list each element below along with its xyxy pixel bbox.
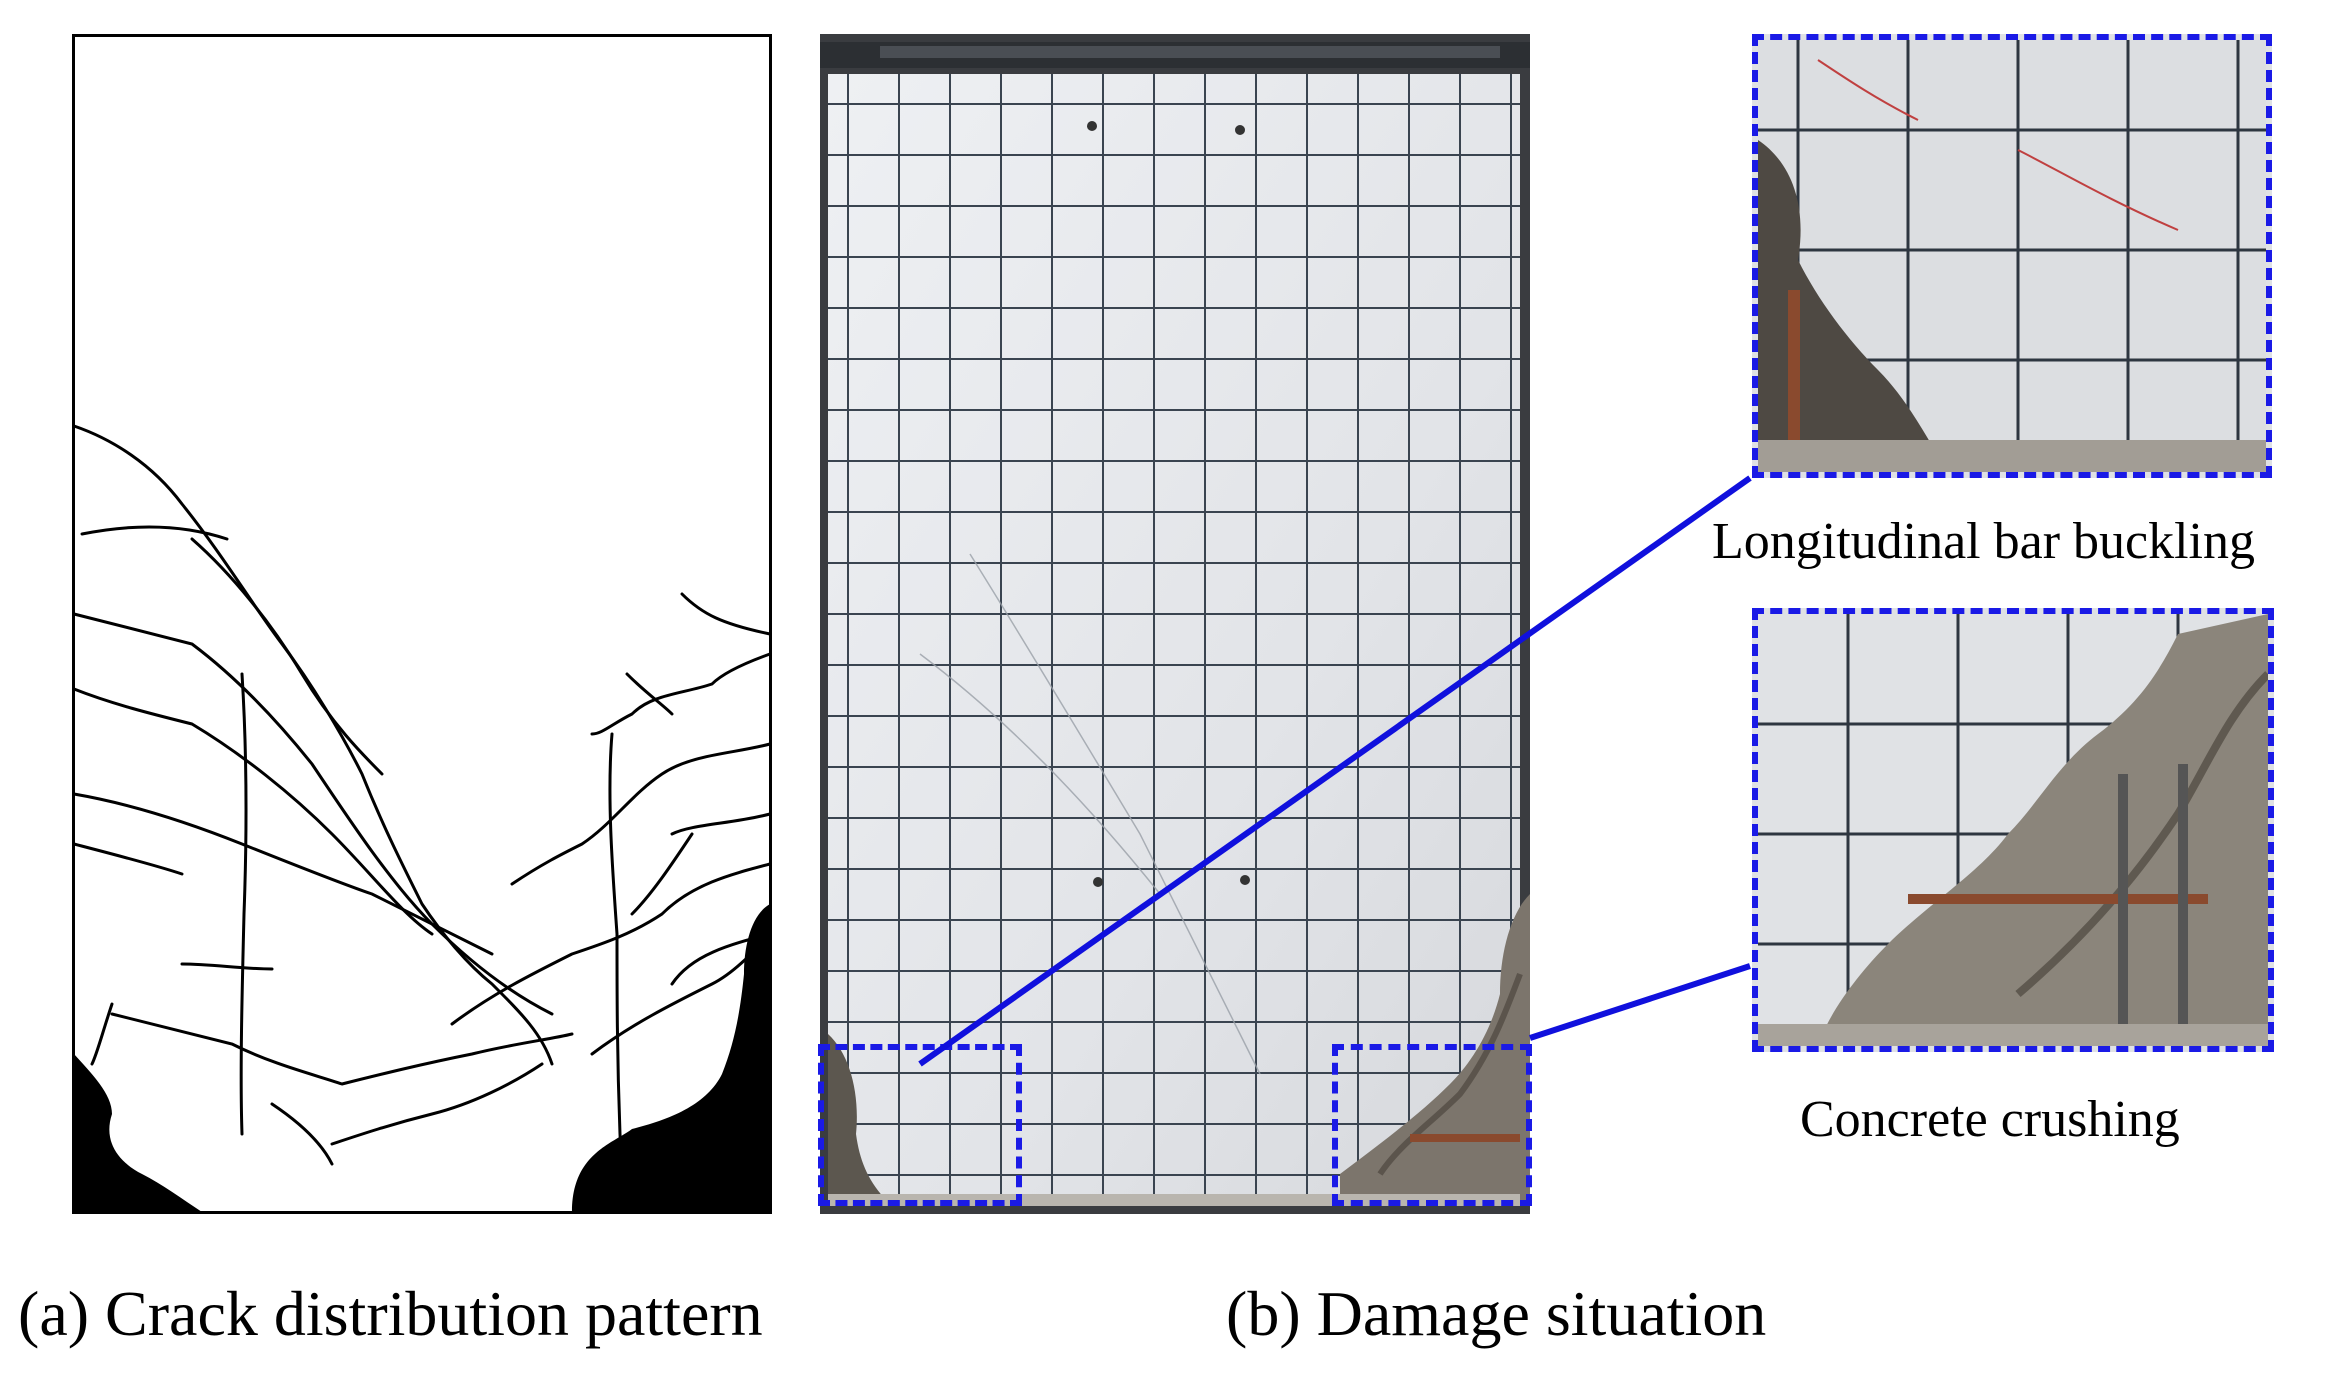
wall-photo: [820, 34, 1530, 1214]
caption-panel-a: (a) Crack distribution pattern: [18, 1278, 763, 1349]
crack-pattern-drawing: [72, 34, 772, 1214]
detail-photo-bar-buckling: [1752, 34, 2272, 478]
detail-photo-concrete-crushing: [1752, 608, 2274, 1052]
spalled-region-left: [74, 1054, 202, 1212]
crushed-concrete-right: [1340, 894, 1530, 1206]
crack-pattern-panel: [72, 34, 772, 1214]
highlight-box-right: [1332, 1044, 1532, 1206]
wall-photo-panel: [820, 34, 1530, 1214]
detail-photo-2: [1758, 614, 2268, 1046]
crushed-concrete-left: [828, 1034, 890, 1206]
spalled-region-right: [572, 904, 770, 1212]
detail-label-bar-buckling: Longitudinal bar buckling: [1712, 513, 2256, 570]
caption-panel-b: (b) Damage situation: [1226, 1278, 1767, 1349]
highlight-box-left: [818, 1044, 1022, 1206]
leader-line-bottom: [1529, 963, 1751, 1041]
detail-label-concrete-crushing: Concrete crushing: [1800, 1091, 2180, 1148]
detail-photo-1: [1758, 40, 2266, 472]
crack-lines: [72, 424, 772, 1214]
leader-line-top: [918, 475, 1752, 1067]
